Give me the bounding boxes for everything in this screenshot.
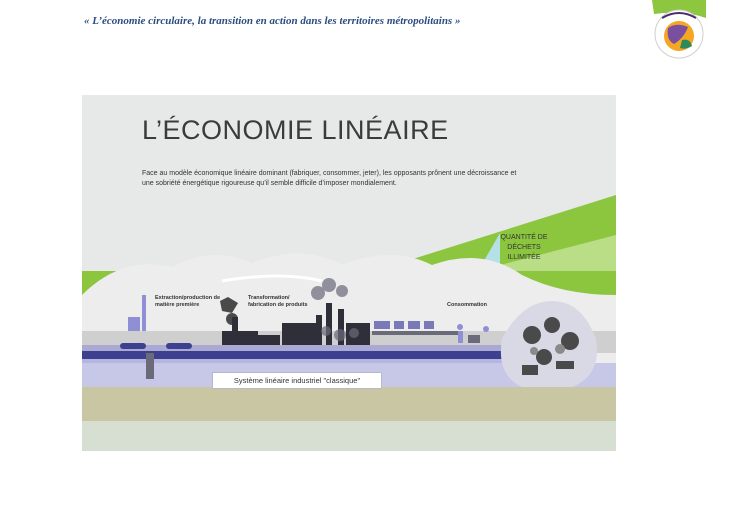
logo [644,0,714,64]
infographic-illustration [82,195,616,451]
stage-transformation-label: Transformation/ fabrication de produits [248,295,308,308]
infographic-title: L’ÉCONOMIE LINÉAIRE [142,115,449,145]
waste-quantity-label: QUANTITÉ DE DÉCHETS ILLIMITÉE [500,234,548,261]
system-label-box: Système linéaire industriel "classique" [212,372,382,389]
linear-economy-infographic: L’ÉCONOMIE LINÉAIRE Face au modèle écono… [82,95,616,451]
logo-icon [652,0,706,59]
stage-consumption-label: Consommation [447,302,488,308]
stage-extraction-label: Extraction/production de matière premièr… [155,295,221,308]
infographic-description: Face au modèle économique linéaire domin… [142,170,517,187]
header-quote: « L’économie circulaire, la transition e… [84,15,461,27]
